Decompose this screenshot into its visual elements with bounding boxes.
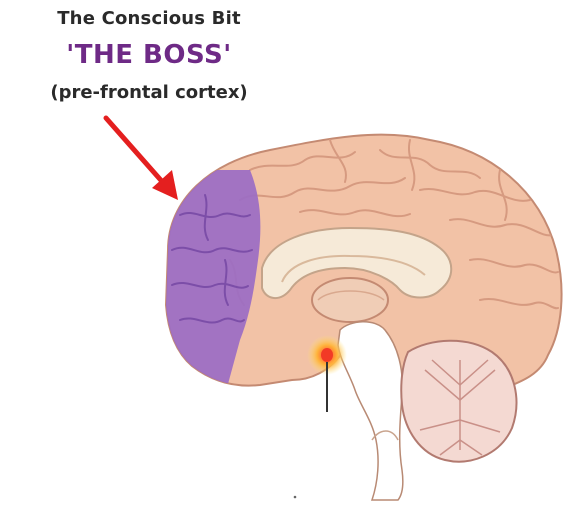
- thalamus: [312, 278, 388, 322]
- brainstem: [338, 322, 403, 500]
- speck-dot: [294, 496, 297, 499]
- cerebellum: [401, 341, 516, 462]
- arrow-pointer: [106, 118, 178, 200]
